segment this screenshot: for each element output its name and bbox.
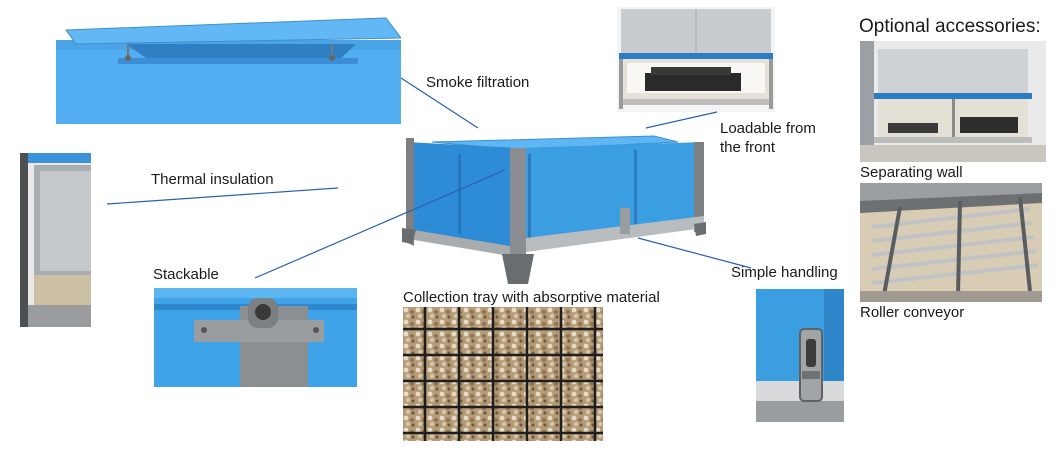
stackable-label: Stackable: [153, 266, 219, 283]
thermal-insulation-photo: [20, 153, 91, 327]
simple-handling-photo: [756, 289, 844, 422]
roller-conveyor-photo: [860, 183, 1042, 302]
separating-wall-label: Separating wall: [860, 164, 963, 181]
separating-wall-photo: [860, 41, 1046, 162]
loadable-front-label-line1: Loadable from: [720, 120, 816, 137]
loadable-front-label-line2: the front: [720, 139, 776, 156]
collection-tray-label: Collection tray with absorptive material: [403, 289, 660, 306]
collection-tray-photo: [403, 307, 603, 441]
simple-handling-label: Simple handling: [731, 264, 838, 281]
smoke-filtration-photo: [56, 14, 401, 124]
thermal-insulation-label: Thermal insulation: [151, 171, 274, 188]
optional-accessories-heading: Optional accessories:: [859, 16, 1041, 37]
fire-containment-box-photo: [398, 134, 710, 284]
stackable-photo: [154, 288, 357, 387]
front-loading-photo: [617, 7, 775, 112]
smoke-filtration-label: Smoke filtration: [426, 74, 530, 91]
roller-conveyor-label: Roller conveyor: [860, 304, 965, 321]
